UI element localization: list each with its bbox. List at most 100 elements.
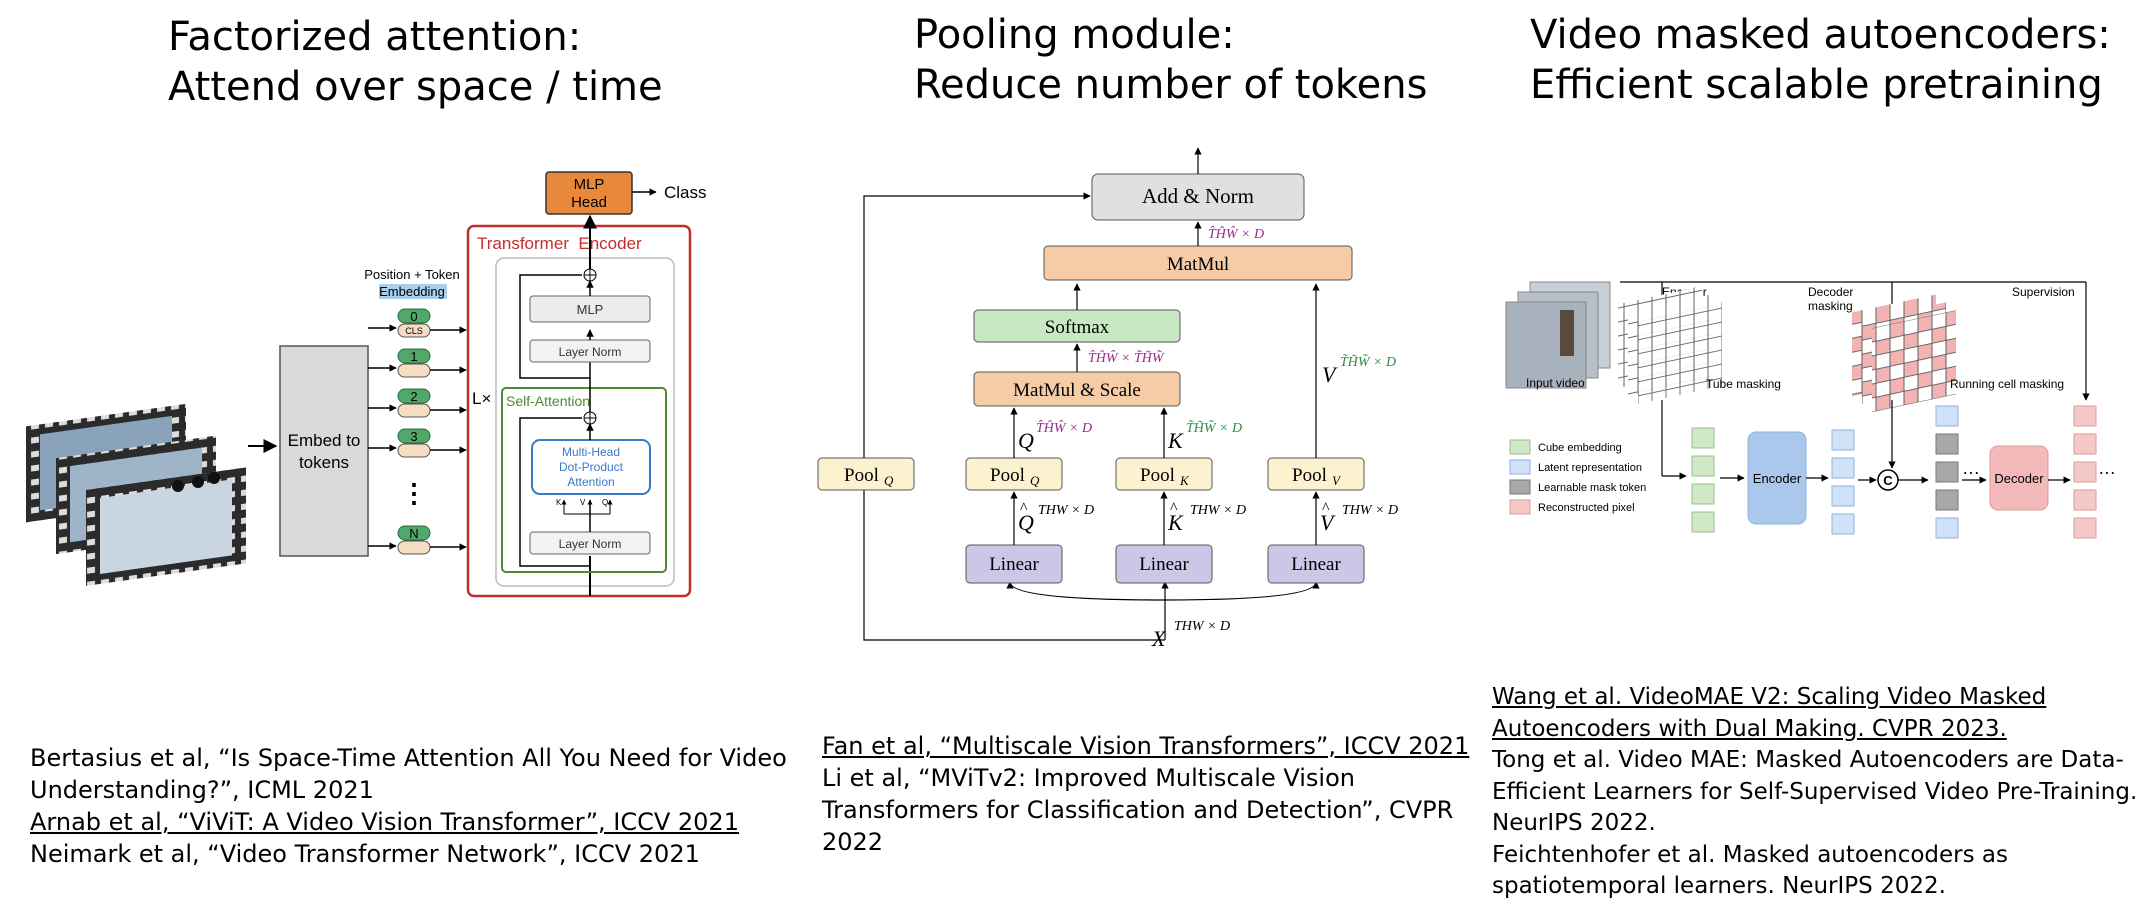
tube-masking-label: Tube masking (1706, 377, 1781, 391)
v-label: V (1322, 362, 1338, 387)
embed-label-line1: Embed to (288, 431, 361, 450)
panel2-title-line2: Reduce number of tokens (914, 62, 1428, 108)
token-2-label: 2 (410, 389, 417, 404)
token-column: 0 CLS 1 2 3 ⋮ N (368, 308, 467, 555)
cls-label: CLS (405, 326, 423, 336)
panel1-ref-line: Understanding?”, ICML 2021 (30, 776, 374, 804)
panel1-title: Factorized attention: Attend over space … (168, 12, 663, 112)
token-3 (397, 428, 431, 444)
position-token-label-line2: Embedding (379, 284, 445, 299)
matmul-label: MatMul (1167, 254, 1229, 275)
v-hat-label: V (1320, 510, 1336, 535)
svg-text:^: ^ (1322, 500, 1330, 517)
input-video-label: Input video (1526, 376, 1585, 390)
svg-text:^: ^ (1170, 500, 1178, 517)
panel3-ref-line: spatiotemporal learners. NeurIPS 2022. (1492, 873, 1946, 899)
token-3-label: 3 (410, 429, 417, 444)
panel3-ref-line: NeurIPS 2022. (1492, 810, 1656, 836)
token-2 (397, 388, 431, 404)
embed-label-line2: tokens (299, 453, 349, 472)
decoder-input-ellipsis: … (1962, 458, 1980, 478)
mlp-head-line2: Head (571, 194, 607, 211)
tube-masking-grid (1618, 286, 1722, 404)
panel3-title-line1: Video masked autoencoders: (1530, 12, 2111, 58)
svg-text:^: ^ (1020, 500, 1028, 517)
embed-to-tokens-box (279, 345, 369, 557)
multi-head-attention-box (531, 439, 651, 495)
mlp-block-label: MLP (577, 302, 604, 317)
panel1-title-line2: Attend over space / time (168, 64, 663, 110)
input-video-frames (1505, 281, 1611, 389)
panel1-title-line1: Factorized attention: (168, 14, 582, 60)
panel1-references: Bertasius et al, “Is Space-Time Attentio… (30, 742, 787, 870)
running-cell-masking-label: Running cell masking (1950, 377, 2064, 391)
reconstructed-ellipsis: … (2098, 458, 2116, 478)
token-n-label: N (409, 526, 418, 541)
attn-dim: T̂ĤŴ × T̃H̃W̃ (1088, 349, 1165, 366)
layer-norm-bottom-label: Layer Norm (559, 537, 622, 551)
pool-k-sub: K (1179, 473, 1190, 488)
decoder-input-stack (1935, 405, 1959, 539)
panel2-ref-line: 2022 (822, 828, 884, 856)
panel3-ref-line: Feichtenhofer et al. Masked autoencoders… (1492, 841, 2008, 868)
pool-skip-box (817, 457, 915, 491)
decoder-block[interactable] (1989, 445, 2049, 511)
supervision-label: Supervision (2012, 285, 2075, 299)
linear-q-label: Linear (989, 554, 1039, 575)
panel2-title-line1: Pooling module: (914, 12, 1235, 58)
k-hat-dim: THW × D (1190, 503, 1246, 518)
mlp-head-line1: MLP (574, 176, 605, 193)
running-cell-masking-grid (1852, 294, 1956, 413)
k-hat-label: K (1167, 510, 1184, 535)
token-0-label: 0 (410, 309, 417, 324)
q-hat-dim: THW × D (1038, 503, 1094, 518)
panel2-ref-line: Li et al, “MViTv2: Improved Multiscale V… (822, 764, 1355, 792)
panel2-ref-link[interactable]: Fan et al, “Multiscale Vision Transforme… (822, 732, 1470, 760)
panel3-title: Video masked autoencoders: Efficient sca… (1530, 10, 2111, 110)
token-n (397, 525, 431, 541)
panel3-ref-line: Tong et al. Video MAE: Masked Autoencode… (1492, 747, 2124, 773)
pool-skip-label: Pool (844, 465, 879, 486)
mha-line1: Multi-Head (562, 445, 620, 459)
pool-q-label: Pool (990, 465, 1025, 486)
lx-label: L× (472, 389, 491, 408)
legend-cube: Cube embedding (1538, 442, 1622, 454)
x-label: X (1151, 626, 1167, 651)
mha-line3: Attention (567, 475, 614, 489)
position-token-label-line1: Position + Token (364, 267, 460, 282)
decoder-masking-line1: Decoder (1808, 285, 1853, 299)
panel3-ref-link[interactable]: Wang et al. VideoMAE V2: Scaling Video M… (1492, 684, 2047, 710)
mha-line2: Dot-Product (559, 460, 624, 474)
layer-norm-top-label: Layer Norm (559, 345, 622, 359)
panel2-title: Pooling module: Reduce number of tokens (914, 10, 1427, 110)
k-dim: T̃H̃W̃ × D (1186, 420, 1242, 436)
v-hat-dim: THW × D (1342, 503, 1398, 518)
legend-latent: Latent representation (1538, 462, 1642, 474)
panel3-ref-link[interactable]: Autoencoders with Dual Making. CVPR 2023… (1492, 715, 2007, 742)
matmul-scale-label: MatMul & Scale (1013, 380, 1141, 401)
pool-k-label: Pool (1140, 465, 1175, 486)
panel3-ref-line: Efficient Learners for Self-Supervised V… (1492, 778, 2138, 805)
self-attention-box (501, 387, 667, 573)
linear-v-label: Linear (1291, 554, 1341, 575)
x-dim: THW × D (1174, 619, 1230, 634)
panel3-references: Wang et al. VideoMAE V2: Scaling Video M… (1492, 682, 2137, 903)
concat-label: C (1883, 473, 1893, 488)
legend-mask-token: Learnable mask token (1538, 482, 1646, 494)
token-1 (397, 348, 431, 364)
pool-v-sub: V (1332, 473, 1342, 488)
panel1-ref-link[interactable]: Arnab et al, “ViViT: A Video Vision Tran… (30, 808, 739, 836)
q-label: Q (602, 498, 608, 507)
token-ellipsis: ⋮ (401, 478, 427, 508)
matmul-dim: T̂ĤŴ × D (1208, 225, 1264, 242)
decoder-label: Decoder (1994, 471, 2044, 486)
video-frames (26, 403, 246, 586)
legend-reconstructed: Reconstructed pixel (1538, 502, 1635, 514)
latent-stack (1831, 429, 1855, 535)
transformer-encoder-box (466, 224, 692, 598)
q-dim: T̂ĤŴ × D (1036, 419, 1092, 436)
transformer-encoder-label: Transformer Encoder (477, 234, 642, 253)
